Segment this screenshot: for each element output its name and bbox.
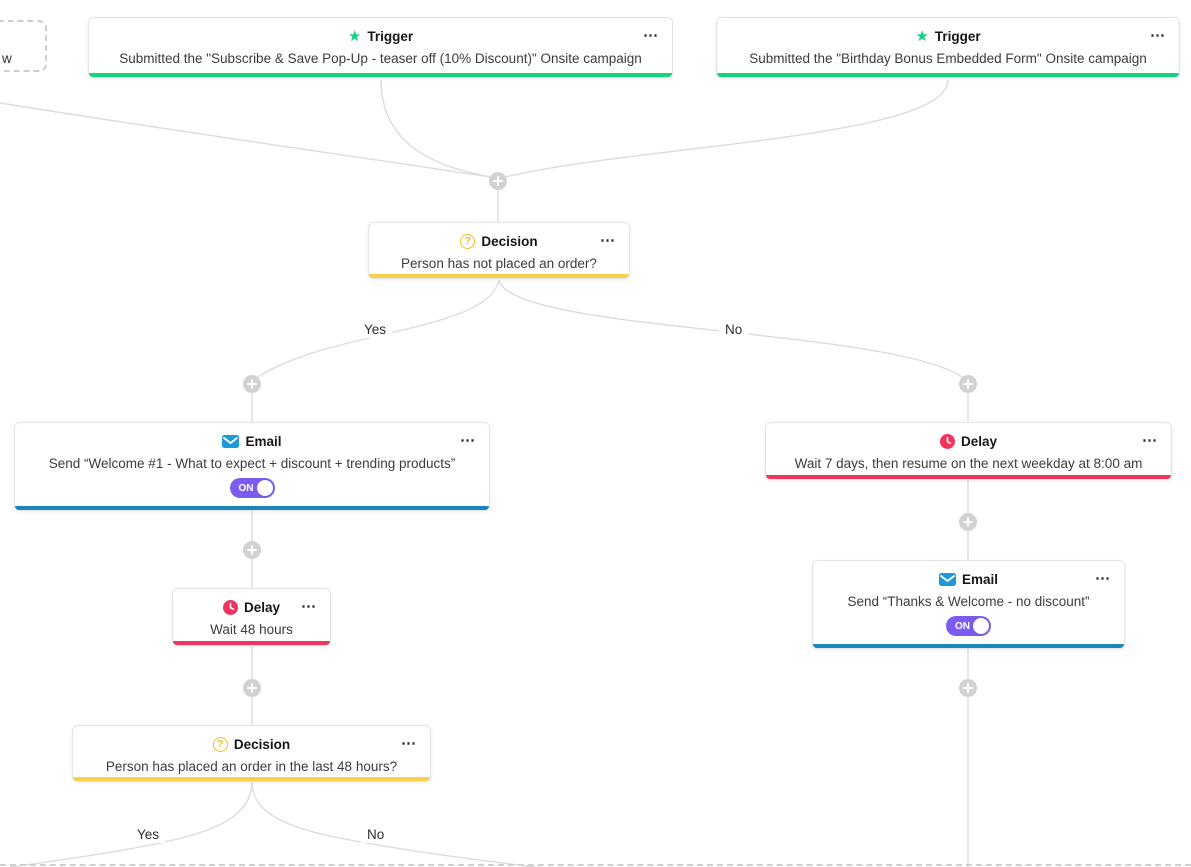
- node-subtitle: Submitted the "Birthday Bonus Embedded F…: [749, 51, 1147, 66]
- clock-icon: [939, 434, 955, 449]
- add-step-button[interactable]: [243, 375, 261, 393]
- node-subtitle: Send “Welcome #1 - What to expect + disc…: [48, 456, 456, 471]
- email-accent-bar: [813, 644, 1124, 648]
- toggle-knob: [256, 480, 273, 496]
- more-options-icon[interactable]: ⋯: [643, 27, 659, 44]
- envelope-icon: [222, 435, 240, 448]
- delay-node-7-days[interactable]: Delay ⋯ Wait 7 days, then resume on the …: [765, 422, 1172, 480]
- question-mark-icon: ?: [212, 737, 228, 752]
- node-title: Email: [245, 434, 282, 449]
- more-options-icon[interactable]: ⋯: [1142, 432, 1158, 449]
- more-options-icon[interactable]: ⋯: [301, 598, 317, 615]
- toggle-on-label: ON: [955, 620, 970, 632]
- node-title: Trigger: [367, 29, 414, 44]
- trigger-node-subscribe-popup[interactable]: ★ Trigger ⋯ Submitted the "Subscribe & S…: [88, 17, 673, 78]
- email-node-thanks-welcome[interactable]: Email ⋯ Send “Thanks & Welcome - no disc…: [812, 560, 1125, 649]
- add-step-button[interactable]: [959, 679, 977, 697]
- node-title: Delay: [960, 434, 998, 449]
- node-subtitle: Person has placed an order in the last 4…: [105, 759, 398, 774]
- toggle-on-label: ON: [238, 482, 254, 494]
- star-icon: ★: [915, 28, 929, 45]
- more-options-icon[interactable]: ⋯: [1150, 27, 1166, 44]
- decision-node-order-48-hours[interactable]: ? Decision ⋯ Person has placed an order …: [72, 725, 431, 782]
- delay-accent-bar: [766, 475, 1171, 479]
- canvas-bottom-dashed-line: [0, 864, 1191, 866]
- decision-node-no-order[interactable]: ? Decision ⋯ Person has not placed an or…: [368, 222, 630, 279]
- clock-icon: [222, 600, 238, 615]
- node-subtitle: Wait 7 days, then resume on the next wee…: [794, 456, 1143, 471]
- delay-node-48-hours[interactable]: Delay ⋯ Wait 48 hours: [172, 588, 331, 646]
- node-title: Decision: [233, 737, 291, 752]
- node-subtitle: Send “Thanks & Welcome - no discount”: [847, 594, 1090, 609]
- toggle-knob: [973, 618, 989, 634]
- email-on-toggle[interactable]: ON: [946, 616, 991, 636]
- more-options-icon[interactable]: ⋯: [401, 735, 417, 752]
- branch-label-yes: Yes: [131, 826, 166, 843]
- question-mark-icon: ?: [460, 234, 476, 249]
- node-title: Trigger: [934, 29, 981, 44]
- add-step-button[interactable]: [243, 679, 261, 697]
- node-subtitle: Person has not placed an order?: [401, 256, 597, 271]
- email-accent-bar: [15, 506, 489, 510]
- decision-accent-bar: [73, 777, 430, 781]
- decision-accent-bar: [369, 274, 629, 278]
- trigger-accent-bar: [89, 73, 672, 77]
- trigger-accent-bar: [717, 73, 1179, 77]
- ghost-node-label: w: [2, 51, 12, 66]
- node-title: Email: [961, 572, 999, 587]
- add-step-button[interactable]: [959, 375, 977, 393]
- node-subtitle: Wait 48 hours: [210, 622, 293, 637]
- more-options-icon[interactable]: ⋯: [600, 232, 616, 249]
- node-subtitle: Submitted the "Subscribe & Save Pop-Up -…: [119, 51, 642, 66]
- add-step-button[interactable]: [243, 541, 261, 559]
- more-options-icon[interactable]: ⋯: [460, 432, 476, 449]
- trigger-node-birthday-form[interactable]: ★ Trigger ⋯ Submitted the "Birthday Bonu…: [716, 17, 1180, 78]
- delay-accent-bar: [173, 641, 330, 645]
- email-on-toggle[interactable]: ON: [229, 478, 275, 498]
- envelope-icon: [938, 573, 956, 586]
- node-title: Delay: [243, 600, 281, 615]
- ghost-node-partial[interactable]: w: [0, 20, 47, 72]
- add-step-button[interactable]: [959, 513, 977, 531]
- branch-label-no: No: [719, 321, 749, 338]
- more-options-icon[interactable]: ⋯: [1095, 570, 1111, 587]
- add-step-button[interactable]: [489, 172, 507, 190]
- star-icon: ★: [347, 28, 362, 45]
- branch-label-no: No: [361, 826, 391, 843]
- node-title: Decision: [481, 234, 538, 249]
- branch-label-yes: Yes: [358, 321, 393, 338]
- email-node-welcome-1[interactable]: Email ⋯ Send “Welcome #1 - What to expec…: [14, 422, 490, 511]
